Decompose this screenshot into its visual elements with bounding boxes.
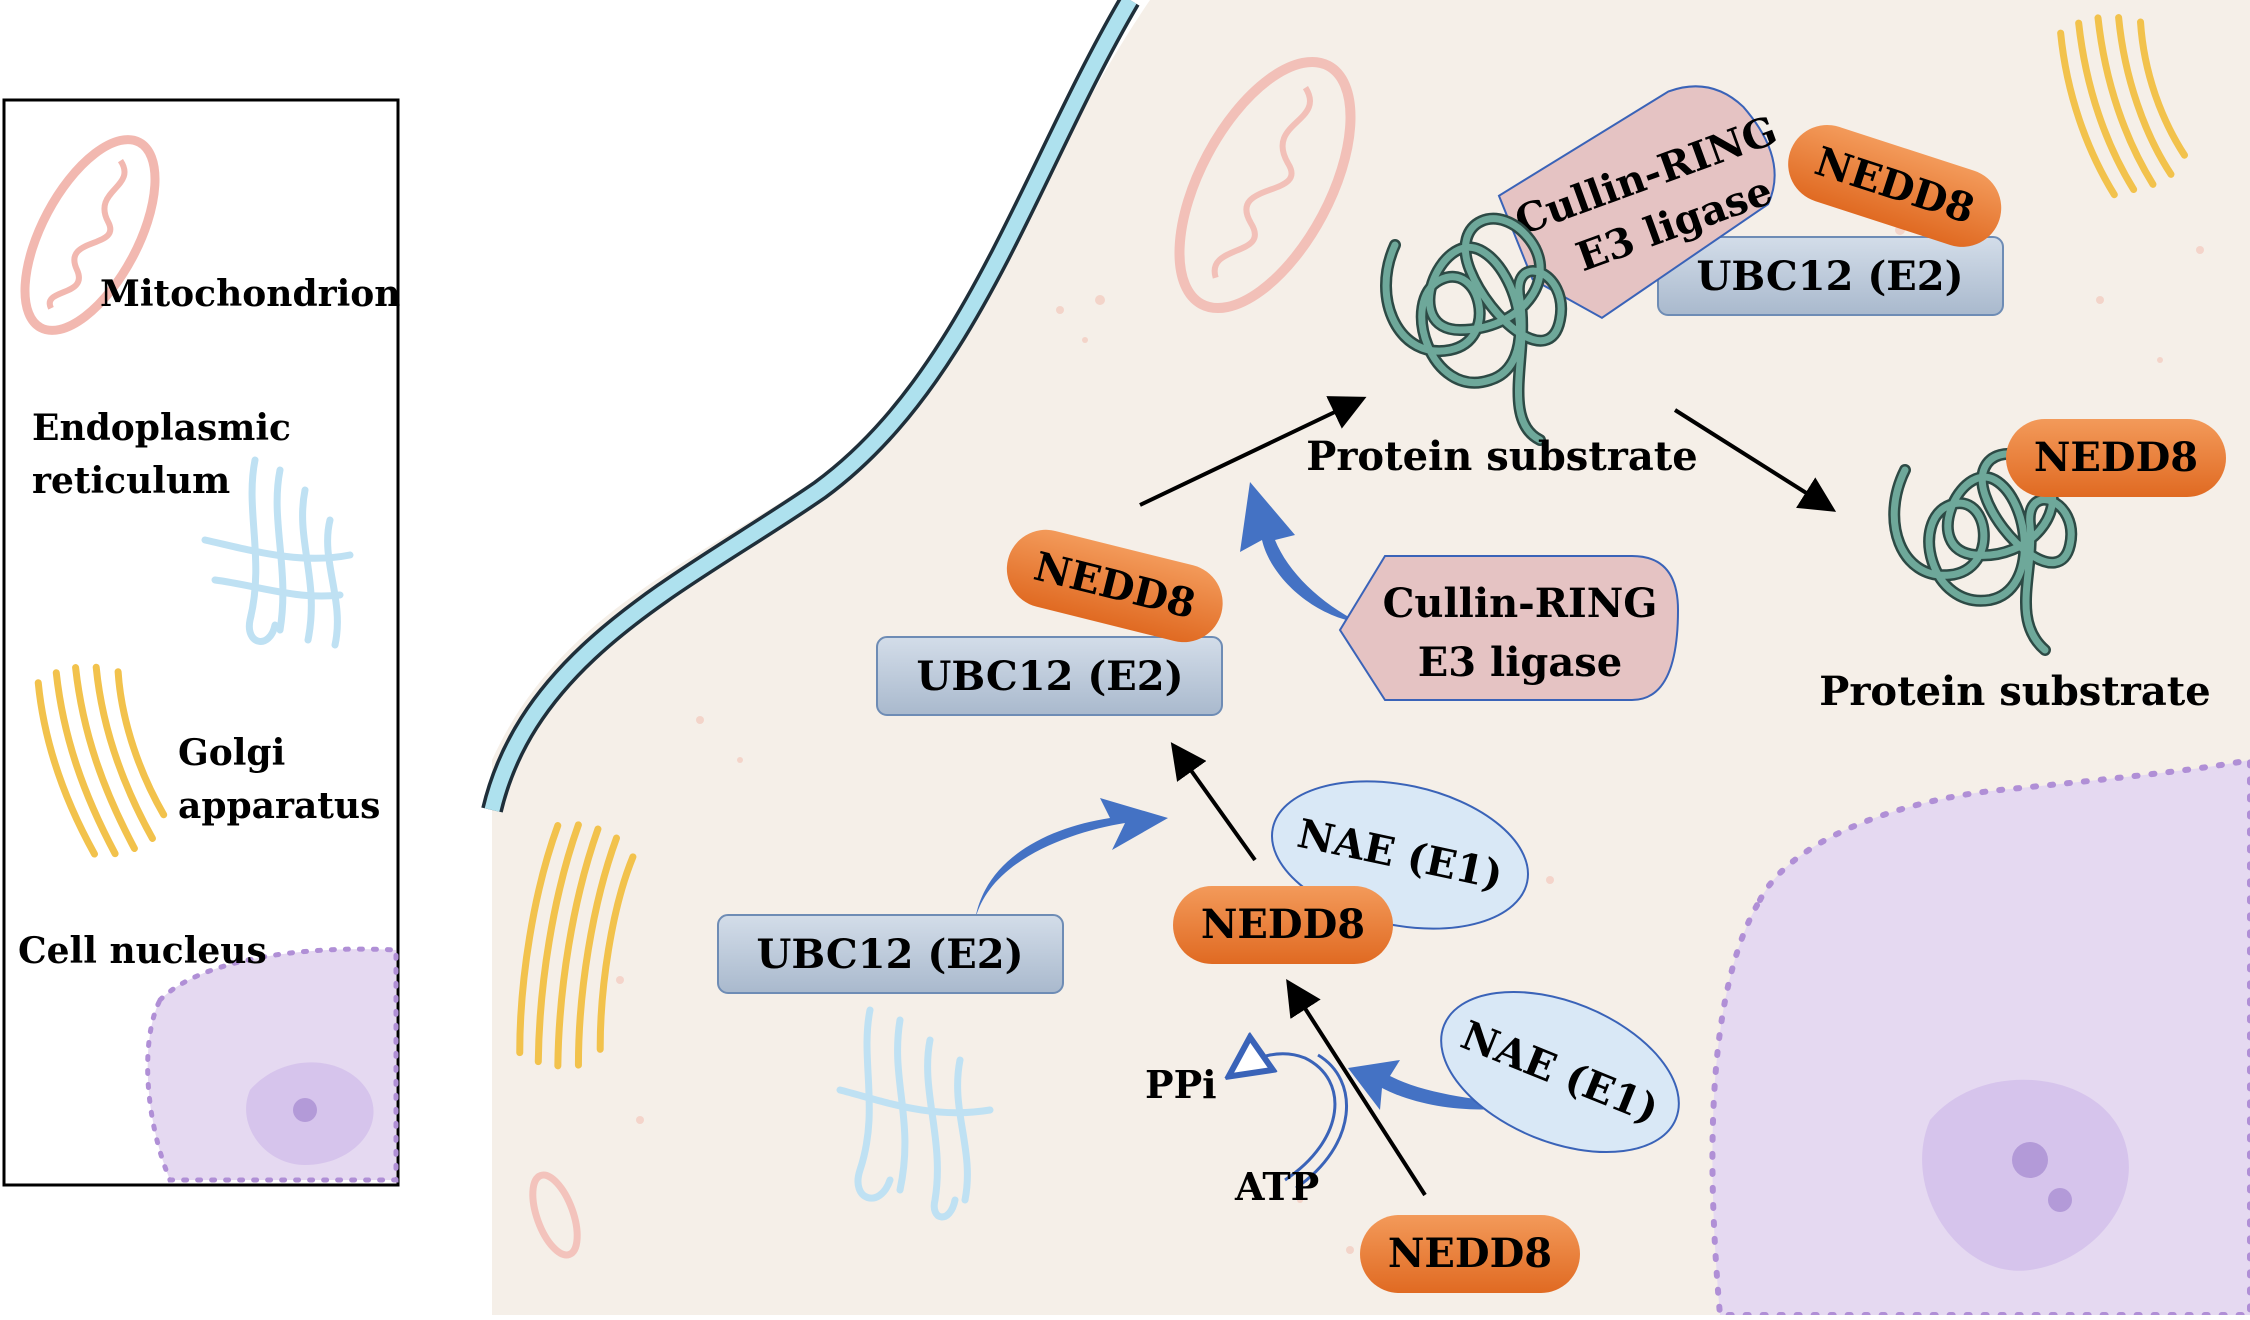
- golgi-bg-top: [2057, 14, 2188, 199]
- legend-er-label-1: Endoplasmic: [32, 407, 291, 449]
- protein-substrate-right-inner: [1890, 450, 2075, 654]
- legend-mitochondrion-label: Mitochondrion: [100, 273, 400, 315]
- legend-er-label-2: reticulum: [32, 460, 230, 502]
- ubc12-free-label: UBC12 (E2): [756, 931, 1023, 978]
- arrow-nedd8-to-nae: [1286, 978, 1427, 1197]
- protein-substrate-top-inner: [1382, 215, 1565, 444]
- nucleus-bg: [1709, 756, 2250, 1318]
- nedd8-free: NEDD8: [1360, 1215, 1580, 1293]
- golgi-bg-left: [516, 821, 637, 1070]
- cullin-ring-free: Cullin-RING E3 ligase: [1338, 555, 1680, 701]
- mitochondrion-small: [529, 1171, 581, 1259]
- cullin-ring-free-label-2: E3 ligase: [1418, 639, 1623, 686]
- ubc12-loaded: UBC12 (E2): [876, 636, 1223, 716]
- legend-er-icon: [201, 456, 354, 649]
- legend-golgi-label-2: apparatus: [178, 785, 380, 827]
- nedd8-free-label: NEDD8: [1388, 1230, 1552, 1277]
- legend-nucleus-label: Cell nucleus: [18, 930, 267, 972]
- legend-golgi-label-1: Golgi: [178, 732, 285, 774]
- nae-e1-free: NAE (E1): [1440, 990, 1680, 1154]
- ubc12-complex-label: UBC12 (E2): [1696, 253, 1963, 300]
- nedd8-substrate: NEDD8: [2006, 419, 2226, 497]
- ubc12-loaded-label: UBC12 (E2): [916, 653, 1183, 700]
- nedd8-ubc12: NEDD8: [1006, 529, 1223, 643]
- blue-arrow-ubc12: [975, 798, 1168, 920]
- nedd8-nae-label: NEDD8: [1201, 901, 1365, 948]
- blue-arrow-cullin: [1240, 482, 1360, 623]
- legend-nucleus-icon: [145, 946, 399, 1183]
- er-bg: [836, 1006, 994, 1221]
- protein-substrate-top-label: Protein substrate: [1306, 433, 1697, 480]
- atp-label: ATP: [1234, 1164, 1319, 1209]
- arrow-ubc12-to-substrate: [1139, 396, 1367, 507]
- cell-membrane-inner: [484, 0, 1137, 812]
- arrow-nae-to-ubc12: [1170, 742, 1257, 862]
- legend-golgi-icon: [34, 663, 168, 858]
- atp-ppi-curve: [1245, 1054, 1337, 1182]
- ubc12-complex: UBC12 (E2): [1657, 236, 2004, 316]
- cullin-ring-free-label-1: Cullin-RING: [1383, 580, 1658, 627]
- nedd8-substrate-label: NEDD8: [2034, 434, 2198, 481]
- protein-substrate-right-label: Protein substrate: [1819, 668, 2210, 715]
- mitochondrion-bg: [1174, 56, 1356, 314]
- ppi-label: PPi: [1145, 1062, 1217, 1107]
- arrow-substrate-to-neddylated: [1673, 408, 1837, 512]
- black-arrows: [1139, 396, 1837, 1197]
- legend-mitochondrion-icon: [20, 135, 160, 335]
- ubc12-free: UBC12 (E2): [717, 914, 1064, 994]
- atp-ppi-curve-2: [1295, 1053, 1348, 1190]
- nedd8-nae: NEDD8: [1173, 886, 1393, 964]
